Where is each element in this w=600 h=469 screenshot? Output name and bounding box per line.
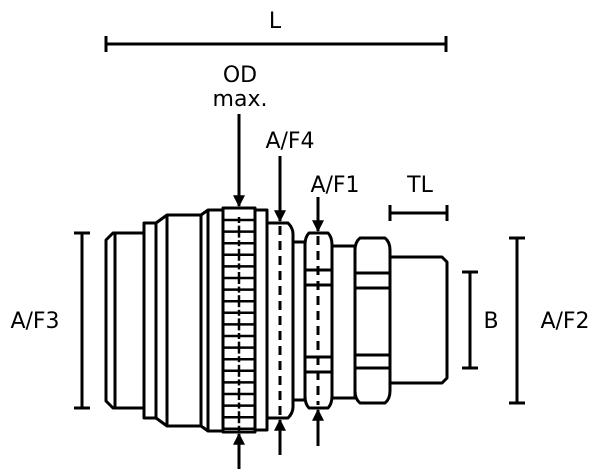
b-dimension: B [462, 270, 499, 370]
neck-2 [330, 244, 357, 400]
length-label: L [269, 9, 282, 34]
af4-dimension: A/F4 [265, 129, 315, 455]
collar [199, 208, 225, 433]
hex-nut [353, 236, 392, 405]
af1-dimension: A/F1 [310, 173, 360, 446]
knurl-pattern [223, 217, 255, 432]
af1-nut [303, 231, 334, 410]
b-label: B [483, 309, 498, 334]
neck-1 [291, 240, 307, 402]
thread-end [388, 255, 449, 385]
tail-cap [104, 231, 146, 410]
tail-step [142, 221, 158, 420]
body-section [154, 213, 203, 428]
af2-dimension: A/F2 [509, 236, 590, 405]
fitting-body [104, 206, 449, 434]
af3-dimension: A/F3 [10, 231, 90, 410]
od-dimension: OD max. [213, 63, 268, 469]
od-label-line2: max. [213, 87, 268, 112]
tl-dimension: TL [388, 173, 449, 221]
af4-label: A/F4 [265, 129, 314, 154]
tl-label: TL [406, 173, 433, 198]
af1-label: A/F1 [310, 173, 359, 198]
af2-label: A/F2 [540, 309, 589, 334]
ring [253, 208, 269, 432]
af3-label: A/F3 [10, 309, 59, 334]
length-dimension: L [104, 9, 448, 52]
od-label-line1: OD [223, 63, 257, 88]
